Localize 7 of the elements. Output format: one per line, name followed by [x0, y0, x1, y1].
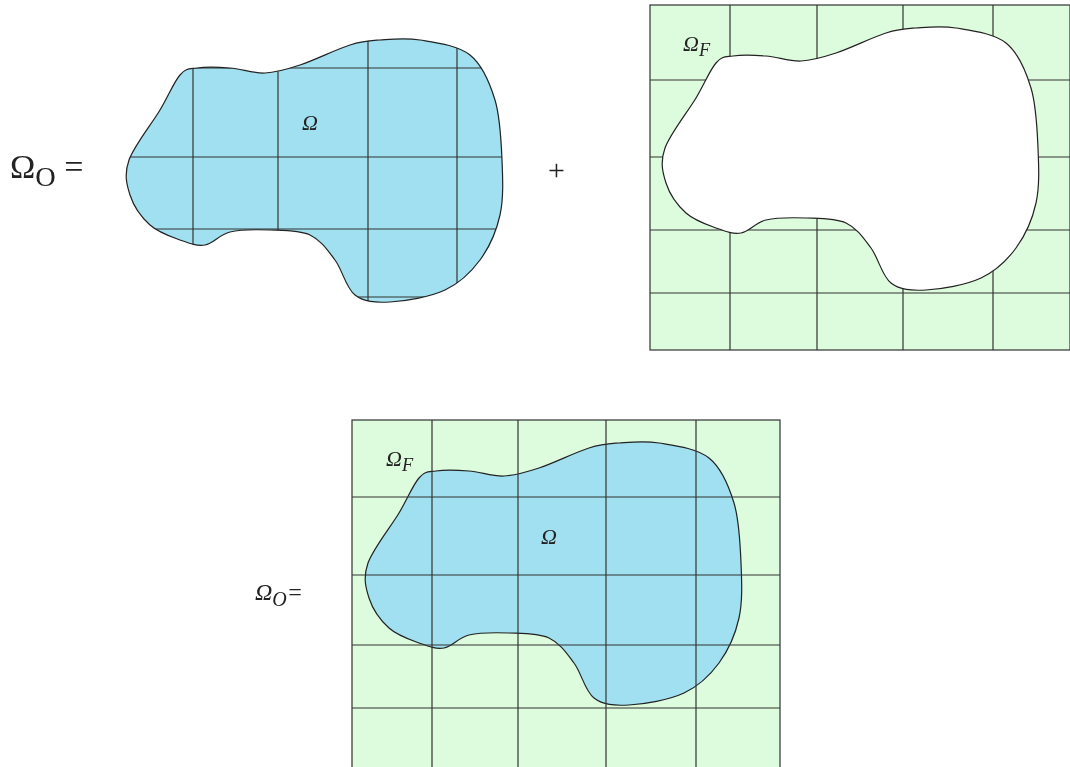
domain-label: Ω$_{F}$ [683, 33, 711, 60]
domain-label: Ω [302, 112, 318, 134]
domain-label: Ω$_{F}$ [386, 448, 414, 475]
equation-label: Ω$_{O}$ = [10, 150, 84, 192]
domain-label: Ω [541, 526, 557, 548]
plus-sign: + [548, 155, 565, 185]
equation-label: Ω$_{O}$= [255, 580, 303, 609]
